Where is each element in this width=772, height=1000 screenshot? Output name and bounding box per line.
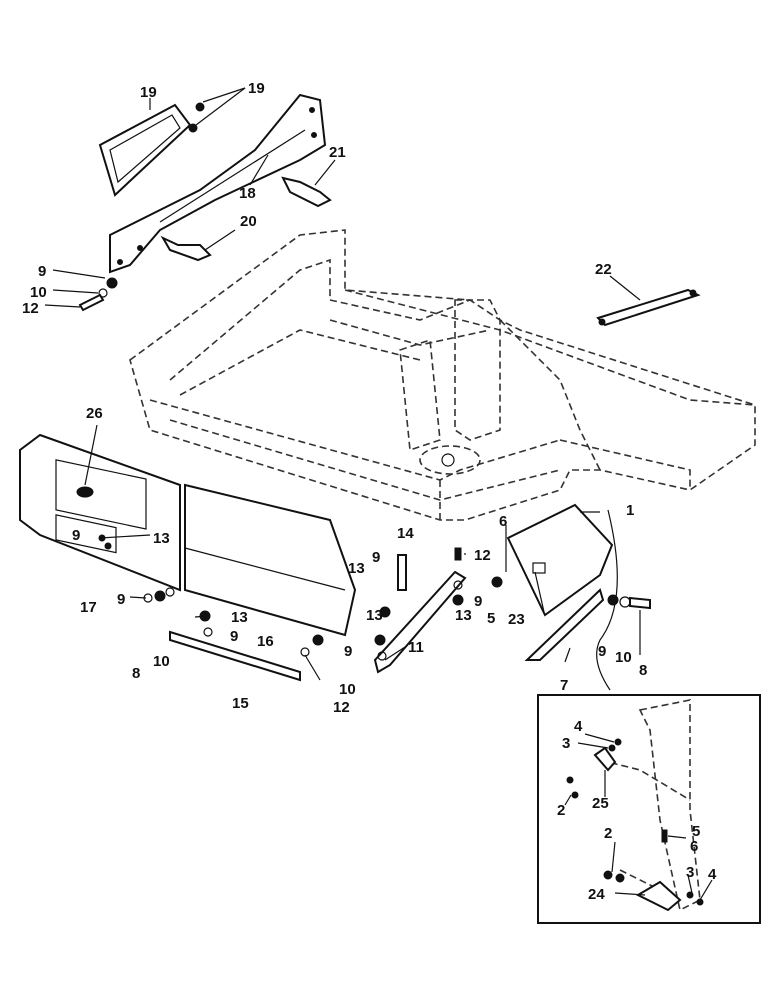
- callout-12: 12: [333, 699, 350, 716]
- callout-9: 9: [474, 593, 482, 610]
- callout-4: 4: [708, 866, 717, 883]
- callout-12: 12: [474, 547, 491, 564]
- callout-5: 5: [487, 610, 495, 627]
- mower-deck-outline: [129, 229, 756, 521]
- callout-17: 17: [80, 599, 97, 616]
- callout-6: 6: [499, 513, 507, 530]
- brace-arm-part-11: [373, 570, 467, 674]
- callout-13: 13: [348, 560, 365, 577]
- callout-20: 20: [240, 213, 257, 230]
- callout-8: 8: [132, 665, 140, 682]
- callout-10: 10: [339, 681, 356, 698]
- callout-10: 10: [30, 284, 47, 301]
- bracket-part-14: [397, 554, 407, 591]
- top-shield-part-18: [109, 93, 327, 274]
- callout-13: 13: [153, 530, 170, 547]
- callout-9: 9: [598, 643, 606, 660]
- callout-19: 19: [140, 84, 157, 101]
- callout-1: 1: [626, 502, 634, 519]
- callout-9: 9: [72, 527, 80, 544]
- inset-detail-box: [537, 694, 761, 924]
- callout-25: 25: [592, 795, 609, 812]
- callout-9: 9: [372, 549, 380, 566]
- left-side-panel-part-17: [19, 433, 181, 592]
- callout-13: 13: [366, 607, 383, 624]
- callout-10: 10: [615, 649, 632, 666]
- callout-9: 9: [230, 628, 238, 645]
- callout-13: 13: [231, 609, 248, 626]
- callout-21: 21: [329, 144, 346, 161]
- callout-9: 9: [117, 591, 125, 608]
- callout-8: 8: [639, 662, 647, 679]
- callout-13: 13: [455, 607, 472, 624]
- right-side-panel-part-16: [184, 483, 357, 637]
- callout-22: 22: [595, 261, 612, 278]
- leader-lines: [44, 87, 713, 901]
- callout-2: 2: [557, 802, 565, 819]
- callout-9: 9: [344, 643, 352, 660]
- callout-26: 26: [86, 405, 103, 422]
- bracket-part-21: [281, 176, 332, 208]
- deflector-plate-part-1: [506, 503, 614, 617]
- callout-23: 23: [508, 611, 525, 628]
- callout-18: 18: [239, 185, 256, 202]
- deflector-part-7: [524, 588, 605, 661]
- brace-part-22: [596, 288, 701, 327]
- strap-part-15: [169, 630, 301, 682]
- callout-14: 14: [397, 525, 414, 542]
- window-panel-part-19: [98, 102, 205, 197]
- callout-3: 3: [562, 735, 570, 752]
- bracket-part-20: [160, 235, 212, 262]
- callout-15: 15: [232, 695, 249, 712]
- callout-2: 2: [604, 825, 612, 842]
- callout-7: 7: [560, 677, 568, 694]
- callout-11: 11: [408, 639, 424, 656]
- callout-4: 4: [574, 718, 583, 735]
- callout-labels: 19 19 21 18 20 9 10 12 22 26 9 13 17 9 8…: [22, 80, 717, 903]
- callout-16: 16: [257, 633, 274, 650]
- callout-6: 6: [690, 838, 698, 855]
- callout-9: 9: [38, 263, 46, 280]
- callout-19: 19: [248, 80, 265, 97]
- callout-12: 12: [22, 300, 39, 317]
- callout-10: 10: [153, 653, 170, 670]
- callout-5: 5: [692, 823, 700, 840]
- fasteners: [78, 277, 651, 661]
- callout-24: 24: [588, 886, 605, 903]
- callout-3: 3: [686, 864, 694, 881]
